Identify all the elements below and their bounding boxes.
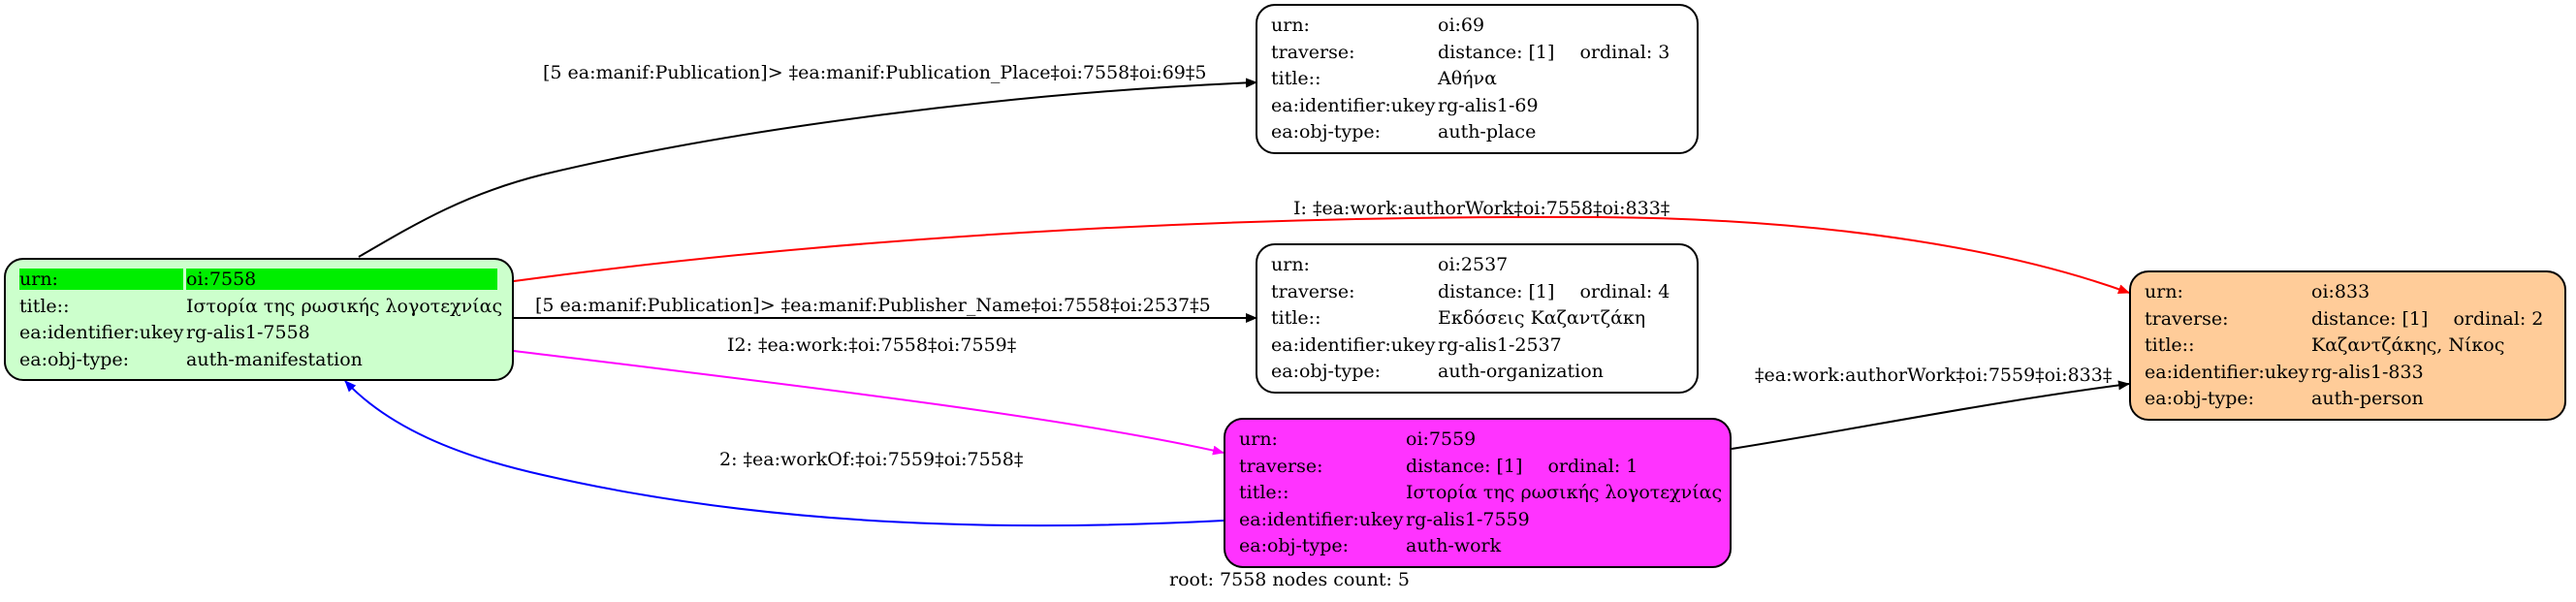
- node-key: ea:identifier:ukey: [2145, 361, 2309, 383]
- node-ordinal: ordinal: 3: [1579, 41, 1670, 63]
- node-row: traverse: distance: [1] ordinal: 4: [1271, 281, 1683, 308]
- node-value: distance: [1]: [1406, 455, 1523, 477]
- edge-label-publisher-name: [5 ea:manif:Publication]> ‡ea:manif:Publ…: [535, 295, 1211, 316]
- node-key: urn:: [1239, 428, 1278, 450]
- node-row: ea:obj-type: auth-manifestation: [19, 349, 498, 376]
- node-value: auth-manifestation: [186, 348, 363, 370]
- node-key: ea:obj-type:: [1271, 121, 1382, 143]
- node-value: distance: [1]: [2311, 307, 2429, 330]
- node-value: rg-alis1-833: [2311, 361, 2424, 383]
- node-key: ea:obj-type:: [2145, 388, 2255, 409]
- node-key: traverse:: [1271, 280, 1355, 302]
- node-value: auth-organization: [1438, 361, 1604, 382]
- node-key: traverse:: [1271, 41, 1355, 63]
- node-key: ea:obj-type:: [1271, 361, 1382, 382]
- node-row: traverse: distance: [1] ordinal: 3: [1271, 42, 1683, 69]
- graph-footer: root: 7558 nodes count: 5: [1169, 569, 1411, 590]
- node-key: traverse:: [2145, 307, 2229, 330]
- node-row: urn: oi:7559: [1239, 428, 1716, 456]
- edge-label-work: I2: ‡ea:work:‡oi:7558‡oi:7559‡: [727, 334, 1017, 356]
- node-value: Καζαντζάκης, Νίκος: [2311, 334, 2505, 356]
- node-key: ea:obj-type:: [19, 348, 130, 370]
- node-oi-7559[interactable]: urn: oi:7559 traverse: distance: [1] ordina…: [1224, 418, 1732, 568]
- node-oi-833[interactable]: urn: oi:833 traverse: distance: [1] ordinal…: [2129, 270, 2566, 421]
- node-value: Ιστορία της ρωσικής λογοτεχνίας: [186, 295, 503, 317]
- node-oi-69[interactable]: urn: oi:69 traverse: distance: [1] ordinal:…: [1256, 4, 1699, 154]
- node-row: urn:oi:7558: [19, 269, 498, 294]
- node-row: ea:obj-type: auth-work: [1239, 535, 1716, 562]
- node-value: auth-work: [1406, 535, 1502, 556]
- edge-author-work: [513, 215, 2130, 294]
- node-row: traverse: distance: [1] ordinal: 1: [1239, 456, 1716, 483]
- node-value: rg-alis1-2537: [1438, 333, 1562, 356]
- node-key: urn:: [1271, 254, 1310, 275]
- node-key: urn:: [2145, 281, 2183, 302]
- node-value: distance: [1]: [1438, 41, 1555, 63]
- node-key: traverse:: [1239, 455, 1323, 477]
- node-key: ea:obj-type:: [1239, 535, 1350, 556]
- node-value: Αθήνα: [1438, 68, 1497, 89]
- node-row: title::Καζαντζάκης, Νίκος: [2145, 334, 2551, 362]
- node-row: urn: oi:69: [1271, 15, 1683, 42]
- node-key: ea:identifier:ukey: [1271, 333, 1436, 356]
- node-ordinal: ordinal: 4: [1579, 280, 1670, 302]
- node-value: oi:7559: [1406, 428, 1477, 450]
- node-value: Εκδόσεις Καζαντζάκη: [1438, 307, 1646, 329]
- edge-work: [513, 350, 1224, 456]
- node-key: urn:: [19, 269, 183, 290]
- edge-author-work-7559: [1731, 380, 2130, 450]
- node-value: auth-person: [2311, 388, 2424, 409]
- node-ordinal: ordinal: 1: [1547, 455, 1638, 477]
- node-row: ea:obj-type: auth-organization: [1271, 361, 1683, 388]
- node-value: rg-alis1-7558: [186, 322, 310, 343]
- node-value: rg-alis1-69: [1438, 94, 1539, 116]
- edge-work-of: [344, 380, 1224, 527]
- node-value: auth-place: [1438, 121, 1537, 143]
- node-row: traverse: distance: [1] ordinal: 2: [2145, 308, 2551, 335]
- node-row: title::Αθήνα: [1271, 68, 1683, 95]
- node-key: ea:identifier:ukey: [19, 322, 184, 343]
- node-value: oi:833: [2311, 281, 2370, 302]
- node-value: Ιστορία της ρωσικής λογοτεχνίας: [1406, 482, 1723, 503]
- node-key: title::: [19, 295, 70, 317]
- node-value: distance: [1]: [1438, 280, 1555, 302]
- node-key: title::: [2145, 334, 2195, 356]
- node-ordinal: ordinal: 2: [2453, 307, 2544, 330]
- node-value: rg-alis1-7559: [1406, 508, 1530, 530]
- edge-label-publication-place: [5 ea:manif:Publication]> ‡ea:manif:Publ…: [543, 62, 1207, 83]
- node-key: title::: [1271, 68, 1321, 89]
- node-row: title::Ιστορία της ρωσικής λογοτεχνίας: [19, 295, 502, 323]
- edge-label-work-of: 2: ‡ea:workOf:‡oi:7559‡oi:7558‡: [719, 449, 1024, 470]
- node-key: urn:: [1271, 15, 1310, 36]
- node-key: ea:identifier:ukey: [1239, 508, 1404, 530]
- node-row: title::Ιστορία της ρωσικής λογοτεχνίας: [1239, 482, 1722, 509]
- edge-label-author-work: I: ‡ea:work:authorWork‡oi:7558‡oi:833‡: [1293, 198, 1670, 219]
- node-value: oi:7558: [186, 269, 497, 290]
- node-oi-2537[interactable]: urn: oi:2537 traverse: distance: [1] ordina…: [1256, 243, 1699, 394]
- node-row: ea:obj-type: auth-person: [2145, 388, 2551, 415]
- node-row: urn: oi:2537: [1271, 254, 1683, 281]
- node-value: oi:2537: [1438, 254, 1509, 275]
- node-oi-7558[interactable]: urn:oi:7558 title::Ιστορία της ρωσικής λ…: [4, 258, 514, 381]
- node-row: urn: oi:833: [2145, 281, 2551, 308]
- node-key: title::: [1271, 307, 1321, 329]
- edge-label-author-work-7559: ‡ea:work:authorWork‡oi:7559‡oi:833‡: [1755, 364, 2113, 386]
- node-key: title::: [1239, 482, 1289, 503]
- node-value: oi:69: [1438, 15, 1485, 36]
- node-row: title::Εκδόσεις Καζαντζάκη: [1271, 307, 1683, 334]
- edge-publication-place: [358, 78, 1257, 258]
- node-row: ea:obj-type: auth-place: [1271, 121, 1683, 148]
- node-key: ea:identifier:ukey: [1271, 94, 1436, 116]
